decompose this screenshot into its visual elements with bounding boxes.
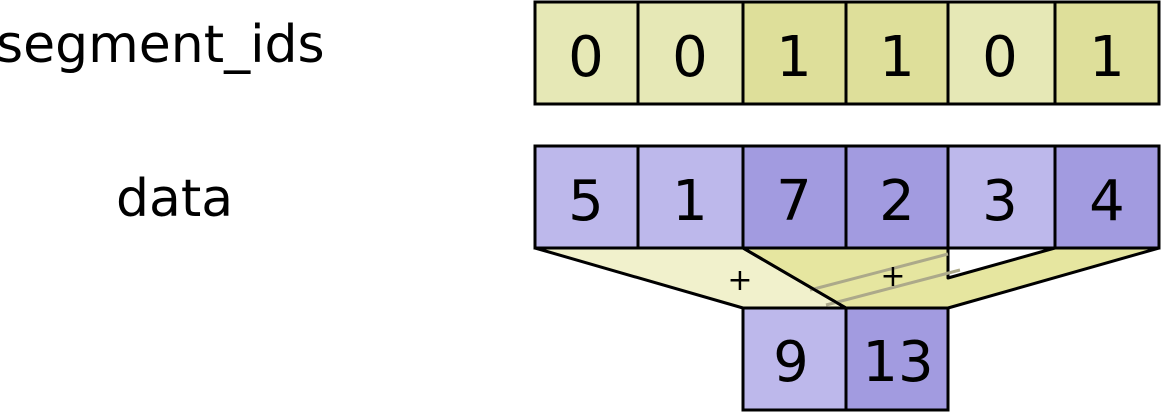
segment-id-value: 0 <box>982 25 1018 90</box>
segment-id-value: 0 <box>672 25 708 90</box>
data-cell: 2 <box>844 144 950 250</box>
data-value: 1 <box>672 169 708 234</box>
segment-ids-label: segment_ids <box>0 15 325 75</box>
funnel-guide-line <box>809 252 949 292</box>
data-value: 5 <box>568 169 604 234</box>
output-cell: 13 <box>844 306 950 412</box>
output-value: 9 <box>773 330 809 395</box>
segment-id-cell: 0 <box>946 0 1057 106</box>
segment-id-cell: 0 <box>636 0 745 106</box>
segment-ids-row: 0 0 1 1 0 1 <box>533 0 1161 106</box>
output-row: 9 13 <box>741 306 950 412</box>
data-value: 7 <box>776 169 812 234</box>
segment-id-cell: 1 <box>741 0 848 106</box>
segment-id-cell: 0 <box>533 0 640 106</box>
data-row: 5 1 7 2 3 4 <box>533 144 1161 250</box>
plus-operator-1: + <box>880 259 905 294</box>
data-cell: 5 <box>533 144 640 250</box>
output-cell: 9 <box>741 306 848 412</box>
data-label: data <box>116 169 233 229</box>
data-cell: 3 <box>946 144 1057 250</box>
funnel-edge <box>742 246 847 310</box>
segment-id-value: 1 <box>879 25 915 90</box>
segment-id-value: 0 <box>568 25 604 90</box>
data-cell: 4 <box>1053 144 1161 250</box>
segment-id-cell: 1 <box>1053 0 1161 106</box>
segment-id-cell: 1 <box>844 0 950 106</box>
data-cell: 1 <box>636 144 745 250</box>
segment-id-value: 1 <box>1089 25 1125 90</box>
output-value: 13 <box>862 330 933 395</box>
data-cell: 7 <box>741 144 848 250</box>
reduction-funnels: + + <box>533 246 1161 310</box>
data-value: 3 <box>982 169 1018 234</box>
plus-operator-0: + <box>727 263 752 298</box>
data-value: 2 <box>879 169 915 234</box>
segment-id-value: 1 <box>776 25 812 90</box>
data-value: 4 <box>1089 169 1125 234</box>
funnel-guide-line <box>825 268 961 307</box>
